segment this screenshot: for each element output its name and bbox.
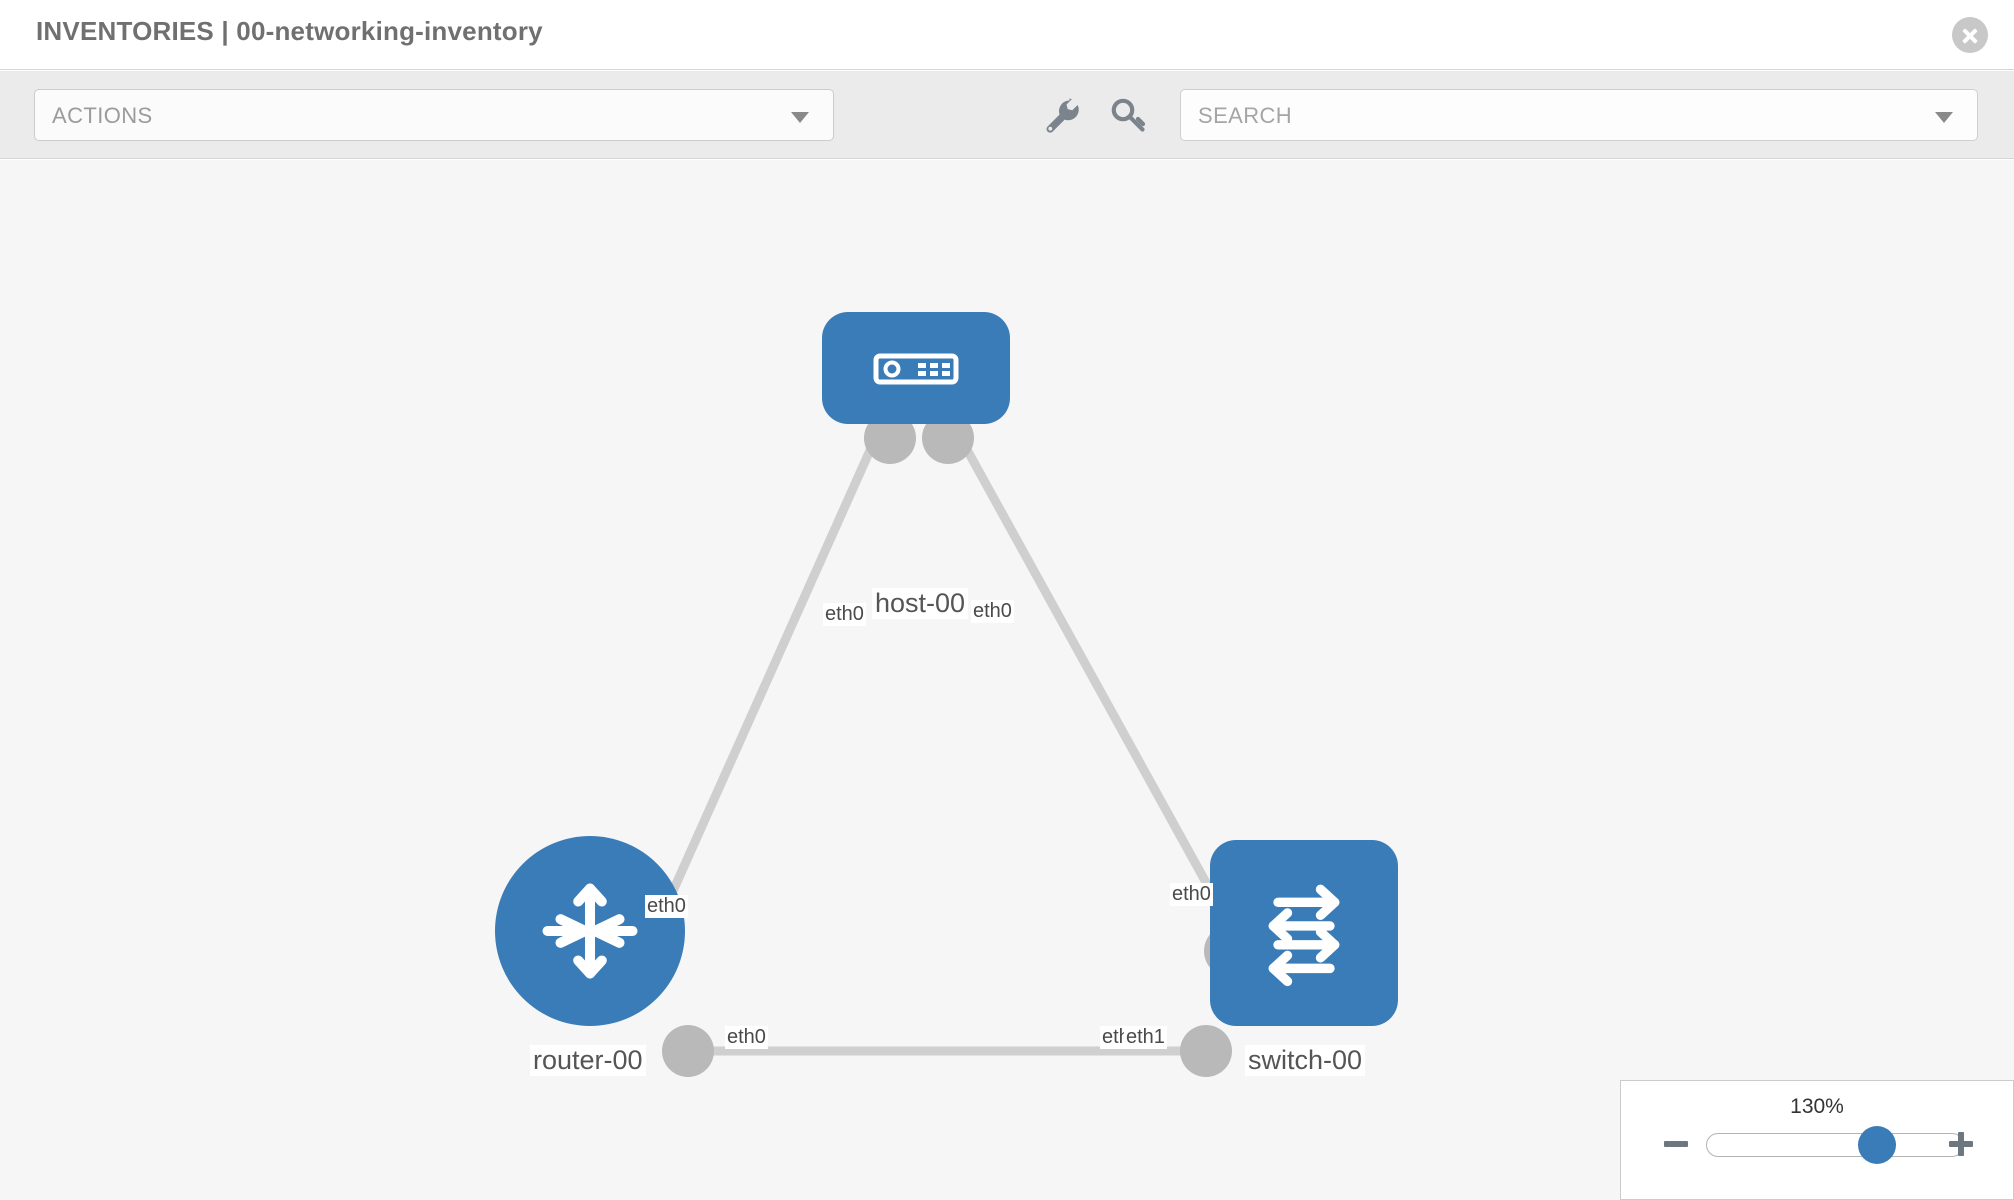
zoom-level-label: 130% (1790, 1095, 1844, 1118)
node-host-00[interactable] (822, 312, 1010, 424)
page-header: INVENTORIES | 00-networking-inventory (0, 0, 2014, 70)
interface-stub-switch-eth1[interactable] (1180, 1025, 1232, 1077)
link-host-switch[interactable] (951, 425, 1239, 938)
search-input[interactable]: SEARCH (1180, 89, 1978, 141)
topology-canvas[interactable]: host-00 router-00 (0, 160, 2014, 1200)
interface-stub-host-left[interactable] (864, 412, 916, 464)
node-router-00-shape[interactable] (495, 836, 685, 1026)
page-title: INVENTORIES | 00-networking-inventory (36, 16, 543, 46)
interface-stub-router-eth0[interactable] (662, 1025, 714, 1077)
node-host-00-shape[interactable] (822, 312, 1010, 424)
chevron-down-icon (791, 112, 809, 123)
link-router-host[interactable] (655, 426, 885, 922)
actions-dropdown[interactable]: ACTIONS (34, 89, 834, 141)
node-switch-00-shape[interactable] (1210, 840, 1398, 1026)
zoom-out-button[interactable] (1661, 1129, 1691, 1159)
switch-arrows-icon (1268, 884, 1340, 987)
toolbar: ACTIONS SEARCH (0, 71, 2014, 159)
search-placeholder: SEARCH (1198, 103, 1293, 128)
node-switch-00[interactable] (1210, 840, 1398, 1026)
router-arrows-icon (542, 883, 638, 979)
zoom-slider-track[interactable] (1706, 1133, 1964, 1157)
server-icon (873, 353, 959, 385)
interface-stub-host-right[interactable] (922, 412, 974, 464)
wrench-icon[interactable] (1040, 95, 1082, 137)
zoom-slider-thumb[interactable] (1858, 1126, 1896, 1164)
chevron-down-icon[interactable] (1935, 112, 1953, 123)
key-icon[interactable] (1108, 95, 1150, 137)
close-icon[interactable] (1952, 17, 1988, 53)
zoom-control-panel: 130% (1620, 1080, 2014, 1200)
zoom-in-button[interactable] (1946, 1129, 1976, 1159)
actions-dropdown-label: ACTIONS (52, 103, 153, 128)
node-router-00[interactable] (495, 836, 685, 1026)
